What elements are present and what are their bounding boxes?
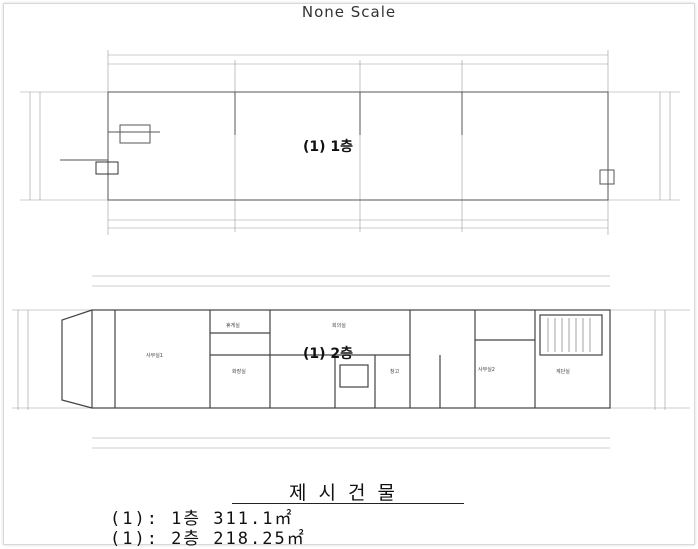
room-label: 화장실 [232,369,246,375]
scale-label: None Scale [301,3,397,21]
summary-title-underline [232,503,464,504]
area-line-floor1: (1): 1층 311.1㎡ [110,509,294,529]
room-label: 창고 [390,369,400,375]
room-label: 사무실1 [146,353,163,359]
room-label: 휴게실 [226,323,240,329]
area-line-floor2: (1): 2층 218.25㎡ [110,529,306,549]
summary-title: 제시건물 [289,482,407,504]
floor1-label: (1) 1층 [303,139,354,155]
room-label: 계단실 [556,369,570,375]
room-label: 회의실 [332,323,346,329]
room-label: 사무실2 [478,367,495,373]
floor2-label: (1) 2층 [303,346,354,362]
document-frame [3,3,695,545]
